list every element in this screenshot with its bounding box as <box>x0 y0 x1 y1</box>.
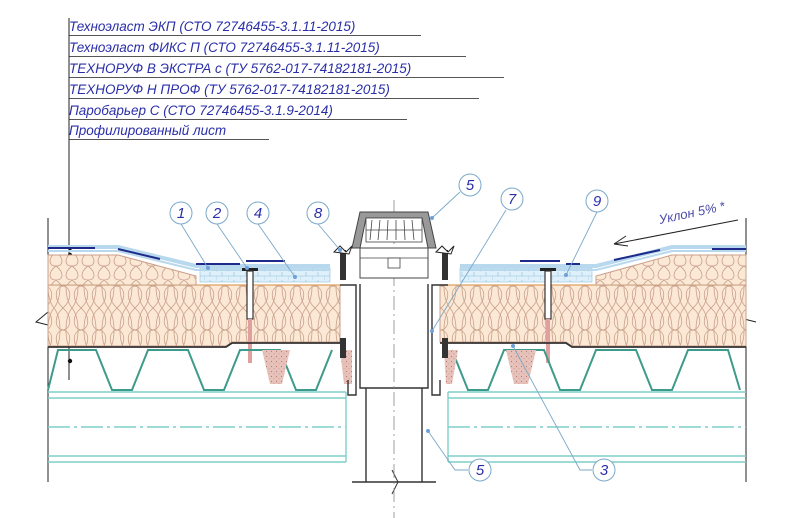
slope-label: Уклон 5% * <box>657 198 728 227</box>
break-mark-left <box>34 311 53 327</box>
support-beams <box>48 391 746 463</box>
svg-text:4: 4 <box>254 205 262 222</box>
callout-bubble-1: 1 <box>169 201 193 225</box>
svg-text:9: 9 <box>593 193 602 210</box>
legend-item-membrane-fiks: Техноэласт ФИКС П (СТО 72746455-3.1.11-2… <box>69 39 466 57</box>
membrane-layers <box>48 245 746 271</box>
callout-bubble-5-top: 5 <box>458 173 482 197</box>
callout-points <box>206 216 568 433</box>
slope-indicator: Уклон 5% * <box>613 198 739 247</box>
callout-bubble-2: 2 <box>205 201 229 225</box>
vapor-barrier <box>48 342 746 348</box>
svg-text:3: 3 <box>600 462 609 479</box>
fastener-left <box>242 268 258 363</box>
clamp-right <box>434 245 455 358</box>
leaf-guard-cap <box>351 211 437 279</box>
callout-bubble-3: 3 <box>592 458 616 482</box>
svg-text:2: 2 <box>212 205 222 222</box>
insulation-lower-layer <box>47 284 747 347</box>
callout-bubble-8: 8 <box>306 201 330 225</box>
drainage-layer <box>199 267 593 283</box>
profiled-deck <box>47 349 741 391</box>
concrete-infill <box>262 350 290 384</box>
legend-item-membrane-ekp: Техноэласт ЭКП (СТО 72746455-3.1.11-2015… <box>69 18 421 36</box>
insulation-upper-wedge <box>47 254 747 286</box>
svg-text:5: 5 <box>466 177 475 194</box>
legend-item-vapor-barrier: Паробарьер С (СТО 72746455-3.1.9-2014) <box>69 102 407 120</box>
svg-text:5: 5 <box>476 462 485 479</box>
callout-bubble-5-bottom: 5 <box>468 458 492 482</box>
legend-item-insulation-extra: ТЕХНОРУФ В ЭКСТРА с (ТУ 5762-017-7418218… <box>69 60 504 78</box>
legend-item-insulation-prof: ТЕХНОРУФ Н ПРОФ (ТУ 5762-017-74182181-20… <box>69 81 479 99</box>
svg-text:8: 8 <box>314 205 323 222</box>
callout-bubble-7: 7 <box>500 187 524 211</box>
svg-text:1: 1 <box>177 205 185 222</box>
callout-bubble-9: 9 <box>585 189 609 213</box>
svg-text:7: 7 <box>508 191 517 208</box>
legend-item-profiled-sheet: Профилированный лист <box>69 122 269 140</box>
fastener-right <box>540 268 556 363</box>
callout-bubble-4: 4 <box>246 201 270 225</box>
callouts <box>180 191 598 471</box>
